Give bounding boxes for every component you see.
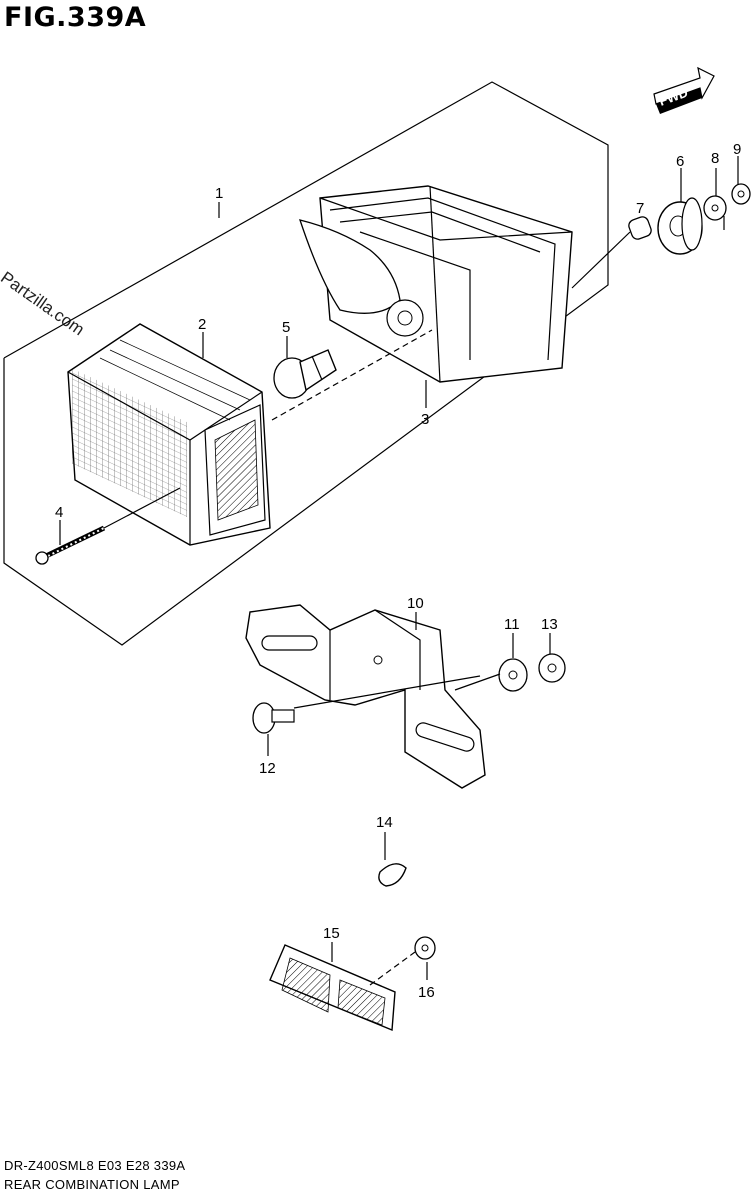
bracket-bolt xyxy=(252,702,295,734)
callout-7: 7 xyxy=(636,200,644,217)
callout-9: 9 xyxy=(733,141,741,158)
callout-16: 16 xyxy=(418,984,435,1001)
callout-11: 11 xyxy=(504,616,520,633)
callout-1: 1 xyxy=(215,185,223,202)
leader-lines xyxy=(59,156,739,986)
assembly-boundary xyxy=(3,81,609,646)
callout-8: 8 xyxy=(711,150,719,167)
reflector xyxy=(269,944,396,1032)
grommet-stack xyxy=(628,183,751,255)
callout-3: 3 xyxy=(421,411,429,428)
figure-title: FIG.339A xyxy=(4,2,147,33)
bracket-washer xyxy=(498,658,528,692)
bracket-nut xyxy=(538,653,566,683)
lamp-bulb xyxy=(273,349,337,399)
callout-12: 12 xyxy=(259,760,276,777)
callout-14: 14 xyxy=(376,814,393,831)
license-bracket xyxy=(245,604,486,789)
fwd-arrow-icon: FWD xyxy=(653,66,715,114)
callout-13: 13 xyxy=(541,616,558,633)
reflector-nut xyxy=(414,936,436,960)
callout-6: 6 xyxy=(676,153,684,170)
lamp-housing xyxy=(299,185,573,383)
callout-10: 10 xyxy=(407,595,424,612)
callout-15: 15 xyxy=(323,925,340,942)
footer-model-code: DR-Z400SML8 E03 E28 339A xyxy=(4,1158,186,1173)
callout-5: 5 xyxy=(282,319,290,336)
callout-2: 2 xyxy=(198,316,206,333)
footer-assembly-name: REAR COMBINATION LAMP xyxy=(4,1177,180,1192)
lens-screw xyxy=(35,525,106,565)
lamp-lens xyxy=(67,323,271,546)
callout-4: 4 xyxy=(55,504,63,521)
reflector-cap xyxy=(378,863,407,887)
